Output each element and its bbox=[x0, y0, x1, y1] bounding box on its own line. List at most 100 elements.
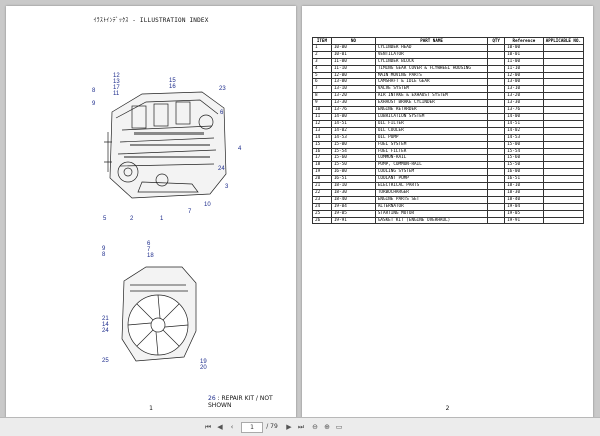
callout-7-lower[interactable]: 7 bbox=[147, 247, 151, 253]
callout-16[interactable]: 16 bbox=[169, 84, 176, 90]
row-applicable bbox=[542, 106, 585, 114]
row-reference: 19-05 bbox=[504, 209, 544, 218]
callout-24[interactable]: 24 bbox=[102, 328, 109, 334]
row-item: 20 bbox=[312, 175, 332, 184]
row-no: 14-02 bbox=[330, 126, 376, 135]
page-number-input[interactable]: 1 bbox=[241, 422, 263, 433]
next-page-icon[interactable]: ▶ bbox=[286, 423, 292, 431]
callout-20[interactable]: 20 bbox=[200, 365, 207, 371]
callout-4[interactable]: 4 bbox=[238, 146, 242, 152]
callout-18[interactable]: 18 bbox=[147, 253, 154, 259]
row-no: 14-51 bbox=[330, 119, 376, 128]
callout-13[interactable]: 13 bbox=[113, 79, 120, 85]
callout-6-lower[interactable]: 6 bbox=[147, 241, 151, 247]
callout-17[interactable]: 17 bbox=[113, 85, 120, 91]
first-page-icon[interactable]: ⏮ bbox=[204, 423, 212, 431]
row-no: 16-51 bbox=[330, 175, 376, 184]
row-reference: 16-00 bbox=[504, 168, 544, 177]
row-part-name: AIR INTAKE & EXHAUST SYSTEM bbox=[374, 92, 489, 101]
callout-5[interactable]: 5 bbox=[103, 216, 107, 222]
row-item: 2 bbox=[312, 50, 332, 59]
table-header-row: ITEM NO PART NAME QTY Reference APPLICAB… bbox=[312, 37, 585, 45]
callout-24-top[interactable]: 24 bbox=[218, 166, 225, 172]
callout-8-lower[interactable]: 8 bbox=[102, 252, 106, 258]
row-item: 11 bbox=[312, 112, 332, 121]
callout-15[interactable]: 15 bbox=[169, 78, 176, 84]
row-reference: 13-20 bbox=[504, 92, 544, 101]
callout-25[interactable]: 25 bbox=[102, 358, 109, 364]
last-page-icon[interactable]: ⏭ bbox=[297, 423, 305, 431]
prev-page-icon[interactable]: ◀ bbox=[217, 423, 223, 431]
row-applicable bbox=[542, 182, 585, 190]
callout-1[interactable]: 1 bbox=[160, 216, 164, 222]
repair-kit-note: 26 : REPAIR KIT / NOT SHOWN bbox=[208, 395, 296, 409]
row-reference: 18-40 bbox=[504, 195, 544, 204]
callout-6[interactable]: 6 bbox=[220, 110, 224, 116]
zoom-out-icon[interactable]: ⊖ bbox=[312, 423, 318, 431]
row-reference: 11-00 bbox=[504, 57, 544, 66]
callout-19[interactable]: 19 bbox=[200, 359, 207, 365]
row-item: 6 bbox=[312, 78, 332, 87]
row-qty bbox=[487, 195, 506, 204]
callout-14[interactable]: 14 bbox=[102, 322, 109, 328]
callout-21[interactable]: 21 bbox=[102, 316, 109, 322]
row-no: 11-10 bbox=[330, 64, 376, 73]
row-item: 18 bbox=[312, 161, 332, 170]
row-applicable bbox=[542, 112, 585, 121]
callout-7[interactable]: 7 bbox=[188, 209, 192, 215]
prev-section-icon[interactable]: ‹ bbox=[230, 423, 234, 431]
row-part-name: TIMING GEAR COVER & FLYWHEEL HOUSING bbox=[374, 64, 489, 73]
callout-12[interactable]: 12 bbox=[113, 73, 120, 79]
row-reference: 13-00 bbox=[504, 78, 544, 87]
row-item: 25 bbox=[312, 209, 332, 218]
callout-11[interactable]: 11 bbox=[113, 91, 120, 97]
row-qty bbox=[487, 50, 506, 59]
row-no: 16-00 bbox=[330, 168, 376, 177]
row-reference: 14-51 bbox=[504, 119, 544, 128]
callout-3[interactable]: 3 bbox=[225, 184, 229, 190]
callout-9[interactable]: 9 bbox=[92, 101, 96, 107]
row-item: 12 bbox=[312, 119, 332, 128]
row-part-name: GASKET KIT (ENGINE OVERHAUL) bbox=[374, 216, 489, 225]
callout-8[interactable]: 8 bbox=[92, 88, 96, 94]
fit-page-icon[interactable]: ▭ bbox=[335, 423, 343, 431]
row-qty bbox=[487, 112, 506, 121]
row-qty bbox=[487, 182, 506, 190]
callout-23[interactable]: 23 bbox=[219, 86, 226, 92]
callout-2[interactable]: 2 bbox=[130, 216, 134, 222]
row-part-name: TURBOCHARGER bbox=[374, 188, 489, 197]
callout-10[interactable]: 10 bbox=[204, 202, 211, 208]
row-part-name: OIL FILTER bbox=[374, 119, 489, 128]
row-qty bbox=[487, 209, 506, 218]
callout-9-lower[interactable]: 9 bbox=[102, 246, 106, 252]
page-1: ｲﾗｽﾄｲﾝﾃﾞｯｸｽ - ILLUSTRATION INDEX bbox=[6, 6, 296, 418]
row-reference: 10-01 bbox=[504, 50, 544, 59]
zoom-in-icon[interactable]: ⊕ bbox=[324, 423, 330, 431]
